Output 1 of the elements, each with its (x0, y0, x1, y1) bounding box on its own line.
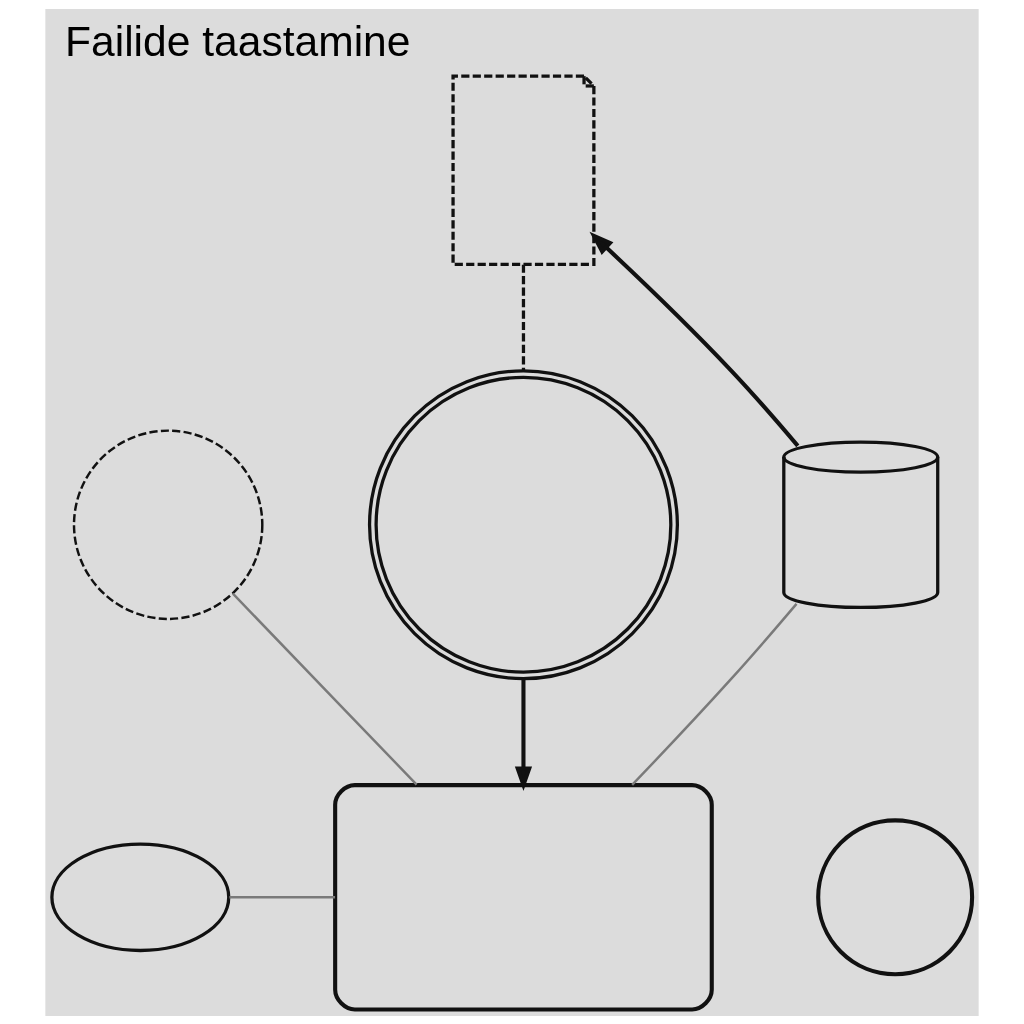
diagram-title: Failide taastamine (65, 16, 411, 65)
